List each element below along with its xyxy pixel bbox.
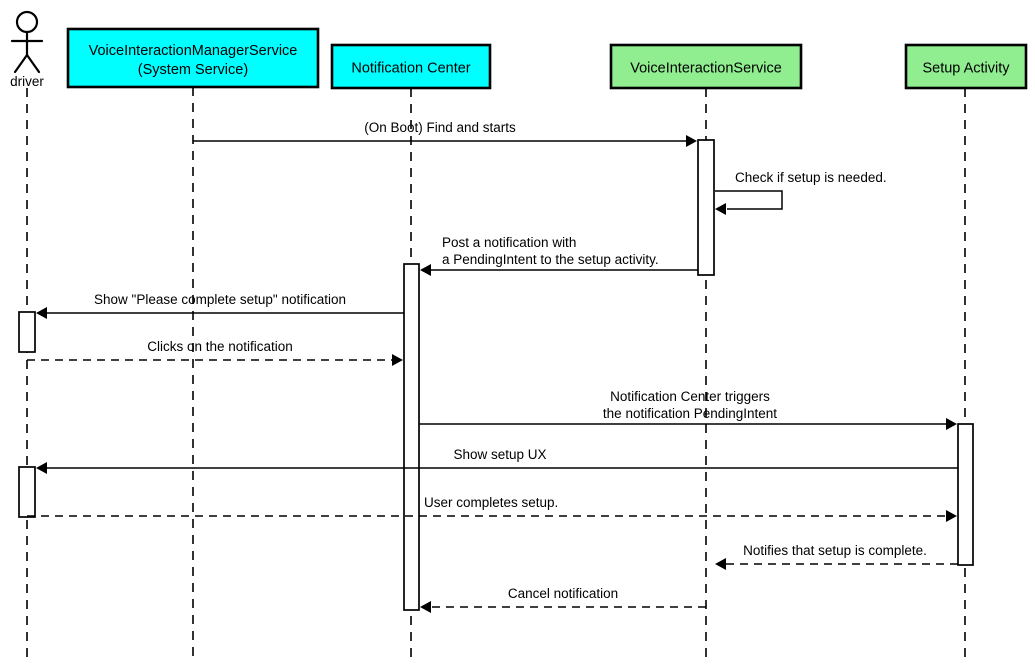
activation-bar-vis xyxy=(697,139,715,276)
message-label: User completes setup. xyxy=(424,495,558,510)
message-arrowhead xyxy=(946,510,957,522)
participant-setup_activity[interactable]: Setup Activity xyxy=(904,43,1028,90)
activation-bars-layer xyxy=(18,139,974,611)
message-label-line1: Post a notification with xyxy=(442,235,576,250)
message-label: Notifies that setup is complete. xyxy=(743,543,927,558)
message-label: Show "Please complete setup" notificatio… xyxy=(94,292,346,307)
message-msg-4[interactable]: Show "Please complete setup" notificatio… xyxy=(36,292,404,319)
message-msg-6[interactable]: Notification Center triggers the notifica… xyxy=(419,389,957,430)
activation-bar-setup_activity xyxy=(957,423,974,566)
participant-notification_center[interactable]: Notification Center xyxy=(330,43,492,90)
message-label: Check if setup is needed. xyxy=(735,170,887,185)
message-arrowhead xyxy=(715,203,726,215)
actor-driver[interactable]: driver xyxy=(10,10,44,89)
message-msg-2[interactable]: Check if setup is needed. xyxy=(715,170,887,215)
activation-bar-driver xyxy=(18,311,36,353)
actor-leg-right-icon xyxy=(25,53,41,74)
message-arrowhead xyxy=(420,601,431,613)
participant-box[interactable] xyxy=(330,43,492,90)
message-label-line2: a PendingIntent to the setup activity. xyxy=(442,252,659,267)
message-arrowhead xyxy=(946,418,957,430)
participant-label-line1: VoiceInteractionManagerService xyxy=(89,43,298,59)
message-label-line2: the notification PendingIntent xyxy=(603,406,777,421)
participant-label-line1: Notification Center xyxy=(351,61,470,77)
participant-vis[interactable]: VoiceInteractionService xyxy=(609,43,803,90)
message-label-line1: Notification Center triggers xyxy=(610,389,770,404)
message-label: (On Boot) Find and starts xyxy=(364,120,516,135)
message-msg-8[interactable]: User completes setup. xyxy=(27,495,957,522)
message-msg-7[interactable]: Show setup UX xyxy=(36,447,958,474)
message-msg-1[interactable]: (On Boot) Find and starts xyxy=(193,120,697,147)
actor-head-icon xyxy=(15,10,39,34)
participant-box[interactable] xyxy=(66,27,320,89)
message-label: Clicks on the notification xyxy=(147,339,293,354)
actor-leg-left-icon xyxy=(13,53,29,74)
participant-box[interactable] xyxy=(904,43,1028,90)
message-msg-9[interactable]: Notifies that setup is complete. xyxy=(715,543,958,570)
participant-vims[interactable]: VoiceInteractionManagerService (System Se… xyxy=(66,27,320,89)
message-arrowhead xyxy=(420,264,431,276)
message-arrowhead xyxy=(392,354,403,366)
message-label: Show setup UX xyxy=(453,447,546,462)
message-arrowhead xyxy=(36,462,47,474)
message-msg-3[interactable]: Post a notification with a PendingIntent … xyxy=(420,235,698,276)
message-msg-5[interactable]: Clicks on the notification xyxy=(27,339,403,366)
participant-label-line2: (System Service) xyxy=(138,62,248,78)
activation-bar-notification_center xyxy=(403,263,420,611)
participant-box[interactable] xyxy=(609,43,803,90)
message-arrowhead xyxy=(715,558,726,570)
activation-bar-driver xyxy=(18,466,36,518)
message-msg-10[interactable]: Cancel notification xyxy=(420,586,706,613)
participant-label-line1: VoiceInteractionService xyxy=(630,61,782,77)
message-arrowhead xyxy=(36,307,47,319)
participant-label-line1: Setup Activity xyxy=(922,61,1010,77)
message-label: Cancel notification xyxy=(508,586,618,601)
participants-layer: driver VoiceInteractionManagerService (Sys… xyxy=(10,10,1028,90)
message-self-path xyxy=(715,190,783,210)
actor-name-label: driver xyxy=(10,74,44,89)
message-arrowhead xyxy=(686,135,697,147)
